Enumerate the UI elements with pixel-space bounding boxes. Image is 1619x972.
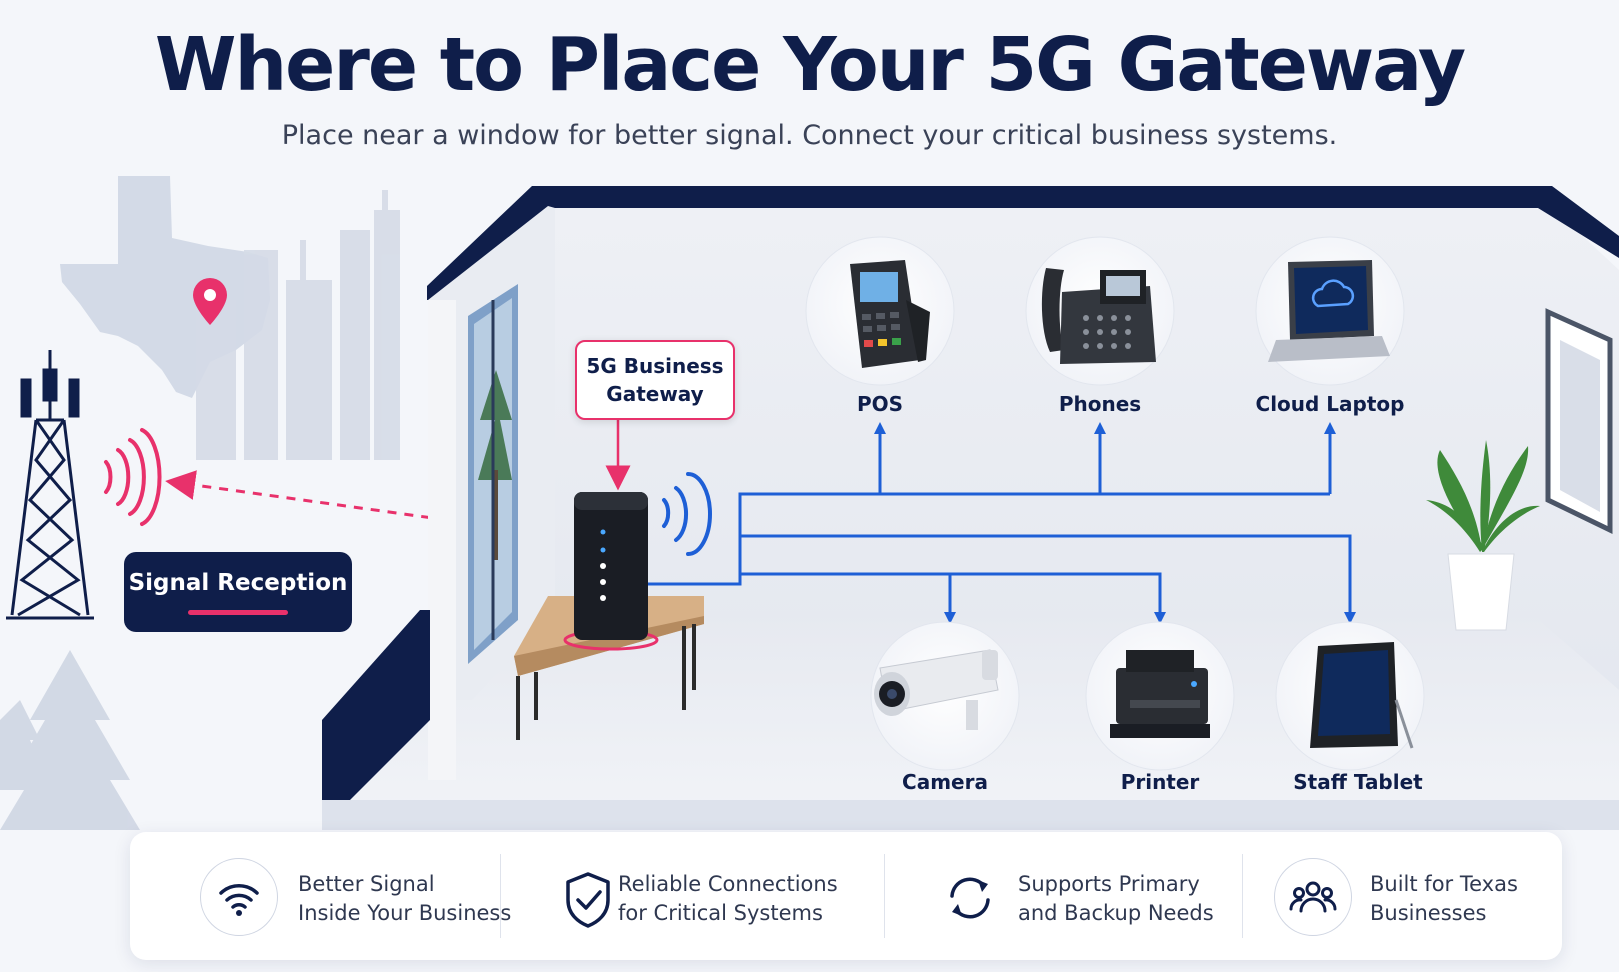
divider: [884, 854, 885, 938]
feature-2-line2: for Critical Systems: [618, 901, 823, 925]
divider: [500, 854, 501, 938]
gateway-callout-line1: 5G Business: [586, 354, 724, 378]
device-printer: [1085, 621, 1235, 771]
signal-reception-badge: Signal Reception: [124, 552, 352, 632]
device-pos: [805, 236, 955, 386]
printer-icon: [1110, 650, 1210, 738]
feature-built-for-texas: Built for Texas Businesses: [1240, 832, 1560, 960]
feature-2-line1: Reliable Connections: [618, 872, 838, 896]
pos-terminal-icon: [850, 260, 930, 368]
feature-better-signal: Better Signal Inside Your Business: [164, 832, 511, 960]
feature-1-line2: Inside Your Business: [298, 901, 512, 925]
feature-4-line1: Built for Texas: [1370, 872, 1518, 896]
divider: [1242, 854, 1243, 938]
device-label-printer: Printer: [1120, 770, 1200, 794]
badge-underline: [188, 610, 288, 615]
feature-primary-backup: Supports Primary and Backup Needs: [894, 832, 1234, 960]
laptop-cloud-icon: [1268, 260, 1390, 362]
device-label-cloud-laptop: Cloud Laptop: [1255, 392, 1405, 416]
security-camera-icon: [874, 649, 999, 730]
people-group-icon: [1289, 881, 1337, 913]
5g-gateway-device: [563, 492, 659, 651]
device-label-camera: Camera: [902, 770, 988, 794]
page-title: Where to Place Your 5G Gateway: [154, 22, 1466, 108]
wall-picture: [1545, 308, 1613, 534]
device-label-pos: POS: [856, 392, 904, 416]
location-pin-icon: [193, 278, 227, 325]
tower-signal-waves: [104, 428, 162, 526]
shield-check-icon: [566, 872, 610, 928]
feature-bar: Better Signal Inside Your Business Relia…: [130, 832, 1562, 960]
signal-reception-label: Signal Reception: [128, 570, 348, 596]
texas-map-silhouette: [60, 176, 270, 398]
device-phones: [1025, 236, 1175, 386]
feature-reliable-connections: Reliable Connections for Critical System…: [514, 832, 864, 960]
network-connections: [648, 432, 1352, 612]
desk-phone-icon: [1041, 268, 1156, 364]
gateway-wifi-waves: [662, 472, 712, 556]
potted-plant: [1426, 440, 1540, 631]
tree-silhouettes: [0, 650, 140, 830]
feature-4-line2: Businesses: [1370, 901, 1487, 925]
device-staff-tablet: [1275, 621, 1425, 771]
signal-path-arrow: [165, 470, 565, 551]
city-skyline: [196, 190, 400, 460]
gateway-callout-line2: Gateway: [606, 382, 704, 406]
feature-3-line2: and Backup Needs: [1018, 901, 1214, 925]
feature-1-line1: Better Signal: [298, 872, 435, 896]
cell-tower-icon: [6, 350, 94, 620]
tablet-icon: [1310, 642, 1414, 749]
connection-arrowheads: [874, 422, 1356, 624]
sync-arrows-icon: [950, 877, 990, 919]
device-cloud-laptop: [1255, 236, 1405, 386]
device-label-staff-tablet: Staff Tablet: [1293, 770, 1423, 794]
device-label-phones: Phones: [1058, 392, 1142, 416]
page-subtitle: Place near a window for better signal. C…: [281, 120, 1338, 151]
gateway-callout: 5G Business Gateway: [575, 340, 735, 420]
device-camera: [870, 621, 1020, 771]
feature-3-line1: Supports Primary: [1018, 872, 1200, 896]
wifi-icon: [219, 884, 259, 916]
